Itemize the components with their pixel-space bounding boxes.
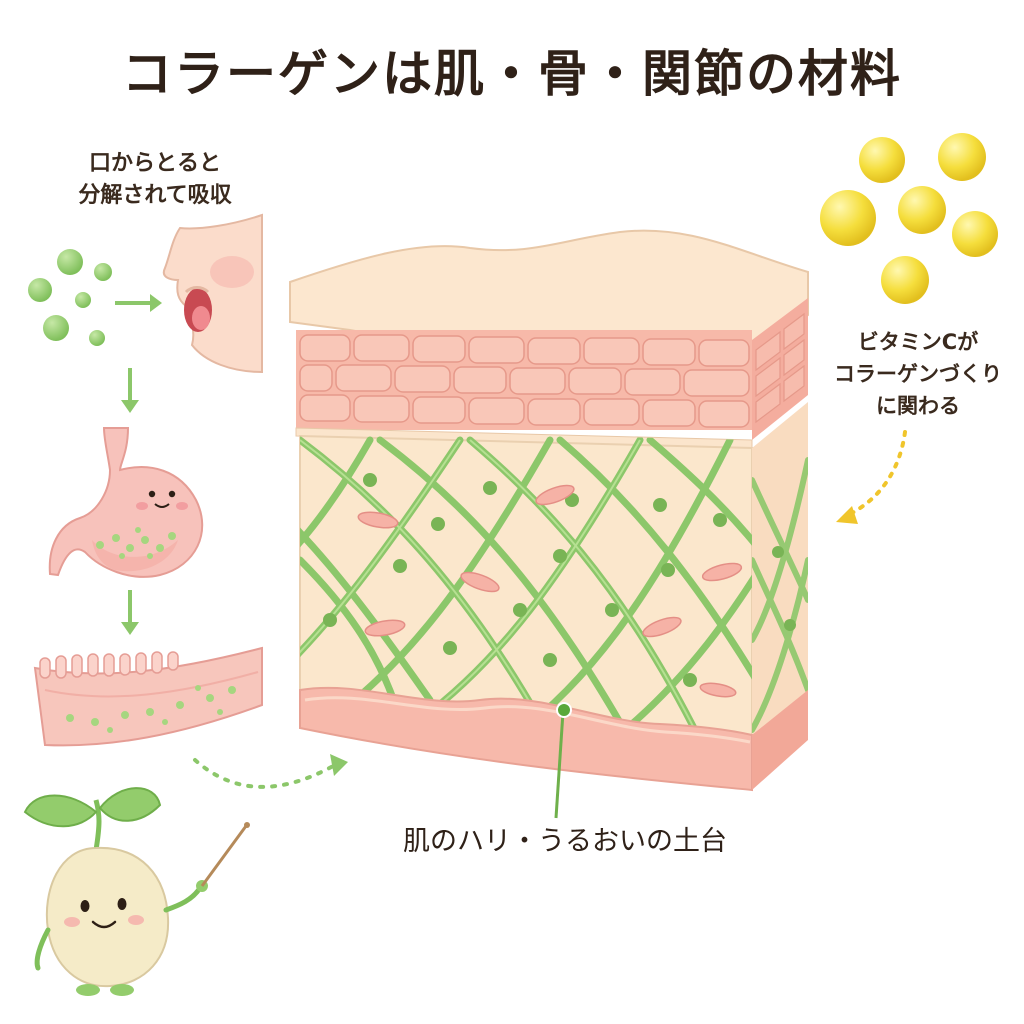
vitamin-c-label-line-2: コラーゲンづくり: [834, 362, 1002, 386]
arrow-down-icon-2: [121, 590, 139, 635]
arrow-down-icon-1: [121, 368, 139, 413]
stomach-illustration: [48, 427, 204, 578]
vitamin-arrow-icon: [836, 430, 907, 524]
collagen-particles: [28, 249, 112, 346]
arrow-to-skin-icon: [193, 754, 348, 789]
vitamin-c-balls: [820, 133, 998, 304]
intestine-illustration: [33, 646, 263, 747]
absorption-label-line-1: 口からとると: [88, 151, 221, 176]
vitamin-c-label: ビタミンCが コラーゲンづくり に関わる: [818, 326, 1018, 422]
page-title: コラーゲンは肌・骨・関節の材料: [122, 45, 902, 103]
sprout-mascot: [23, 787, 250, 996]
skin-cross-section: [289, 229, 809, 819]
mouth-illustration: [162, 213, 263, 374]
vitamin-c-label-line-3: に関わる: [876, 394, 960, 418]
vitamin-c-label-line-1: ビタミンCが: [857, 330, 979, 354]
skin-base-label: 肌のハリ・うるおいの土台: [403, 826, 727, 857]
absorption-label: 口からとると 分解されて吸収: [40, 148, 270, 212]
arrow-to-mouth-icon: [115, 294, 162, 312]
absorption-label-line-2: 分解されて吸収: [78, 183, 232, 208]
